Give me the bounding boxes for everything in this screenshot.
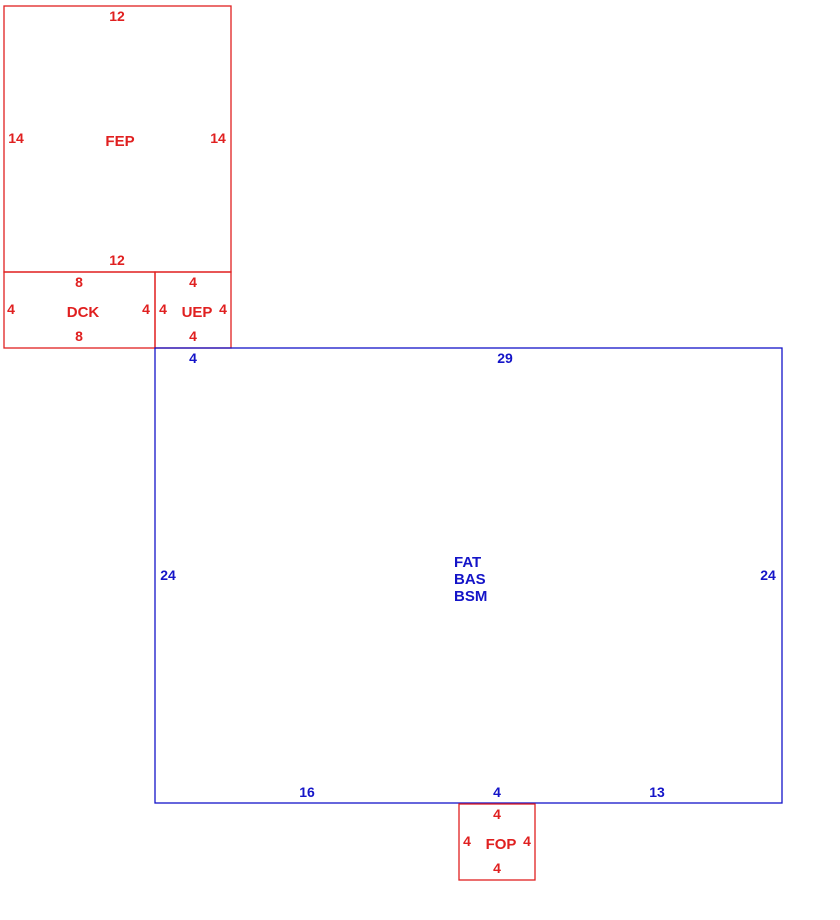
uep-bottom-dimension: 4: [189, 328, 197, 344]
dck-area: 8 4 DCK 4 8: [3, 271, 156, 349]
uep-area-code: UEP: [182, 304, 213, 321]
dck-top-dimension: 8: [75, 274, 83, 290]
main-top-left-dimension: 4: [189, 350, 197, 366]
uep-right-dimension: 4: [219, 301, 227, 317]
fop-area: 4 4 FOP 4 4: [458, 803, 536, 881]
uep-top-dimension: 4: [189, 274, 197, 290]
main-outline: [154, 347, 783, 804]
fep-right-dimension: 14: [210, 130, 226, 146]
main-top-dimension: 29: [497, 350, 513, 366]
main-bottom-mid-dimension: 4: [493, 784, 501, 800]
dck-left-dimension: 4: [7, 301, 15, 317]
main-area-code-1: FAT: [454, 554, 481, 571]
main-area: 4 29 24 24 FAT BAS BSM 16 4 13: [154, 347, 783, 804]
fop-left-dimension: 4: [463, 833, 471, 849]
main-bottom-right-dimension: 13: [649, 784, 665, 800]
fep-area: 12 14 FEP 14 12: [3, 5, 232, 273]
fop-top-dimension: 4: [493, 806, 501, 822]
fop-outline: [458, 803, 536, 881]
dck-right-dimension: 4: [142, 301, 150, 317]
fep-left-dimension: 14: [8, 130, 24, 146]
main-left-dimension: 24: [160, 567, 176, 583]
fop-right-dimension: 4: [523, 833, 531, 849]
uep-left-dimension: 4: [159, 301, 167, 317]
dck-bottom-dimension: 8: [75, 328, 83, 344]
main-area-code-3: BSM: [454, 588, 487, 605]
dck-area-code: DCK: [67, 304, 100, 321]
main-right-dimension: 24: [760, 567, 776, 583]
fep-area-code: FEP: [105, 133, 134, 150]
fop-bottom-dimension: 4: [493, 860, 501, 876]
fep-bottom-dimension: 12: [109, 252, 125, 268]
main-area-code-2: BAS: [454, 571, 486, 588]
fep-top-dimension: 12: [109, 8, 125, 24]
uep-area: 4 4 UEP 4 4: [154, 271, 232, 349]
main-bottom-left-dimension: 16: [299, 784, 315, 800]
fop-area-code: FOP: [486, 836, 517, 853]
